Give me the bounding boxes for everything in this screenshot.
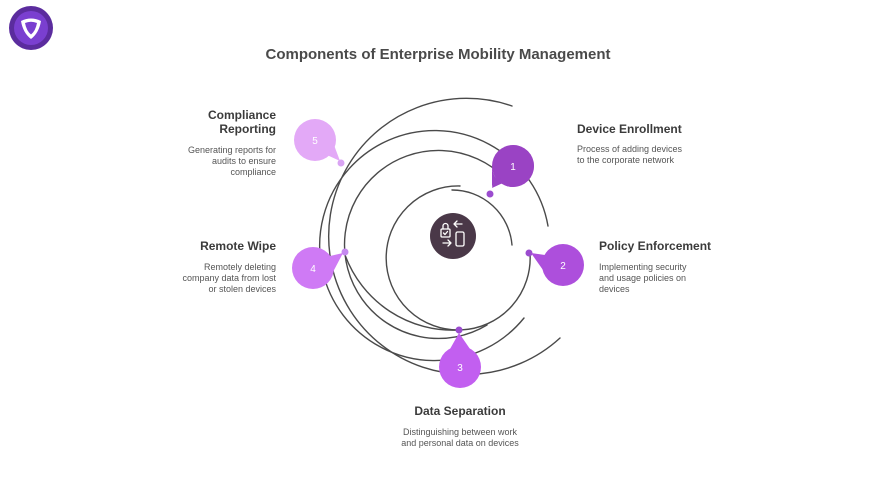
- lock-phone-sync-icon: [430, 213, 476, 259]
- ring-arc: [344, 254, 460, 331]
- step-description-1: Process of adding devices to the corpora…: [577, 144, 683, 165]
- step-number-1: 1: [510, 162, 516, 173]
- page-title: Components of Enterprise Mobility Manage…: [265, 46, 611, 63]
- step-marker-3: 3: [439, 333, 481, 388]
- junction-dot: [486, 190, 494, 198]
- step-number-2: 2: [560, 261, 566, 272]
- ring-arc: [343, 149, 506, 340]
- step-title-3: Data Separation: [414, 404, 506, 418]
- step-title-4: Remote Wipe: [200, 239, 276, 253]
- step-description-4: Remotely deleting company data from lost…: [182, 262, 276, 294]
- step-description-5: Generating reports for audits to ensure …: [187, 145, 276, 177]
- step-description-2: Implementing security and usage policies…: [599, 262, 687, 294]
- junction-dot: [341, 248, 349, 256]
- junction-dot: [337, 159, 345, 167]
- ring-arc: [451, 189, 513, 246]
- step-number-3: 3: [457, 363, 463, 374]
- step-marker-4: 4: [292, 247, 343, 289]
- step-description-3: Distinguishing between work and personal…: [401, 427, 519, 448]
- junction-dot: [525, 249, 533, 257]
- ring-arc: [319, 129, 549, 362]
- step-marker-5: 5: [294, 119, 340, 161]
- shield-v-logo-icon: [9, 6, 53, 50]
- step-title-1: Device Enrollment: [577, 122, 682, 136]
- step-title-5: Compliance Reporting: [207, 108, 276, 136]
- step-marker-1: 1: [492, 145, 534, 188]
- step-marker-2: 2: [531, 244, 584, 286]
- junction-dot: [455, 326, 463, 334]
- step-title-2: Policy Enforcement: [599, 239, 712, 253]
- ring-arc: [385, 185, 531, 331]
- step-number-4: 4: [310, 264, 316, 275]
- step-number-5: 5: [312, 136, 318, 147]
